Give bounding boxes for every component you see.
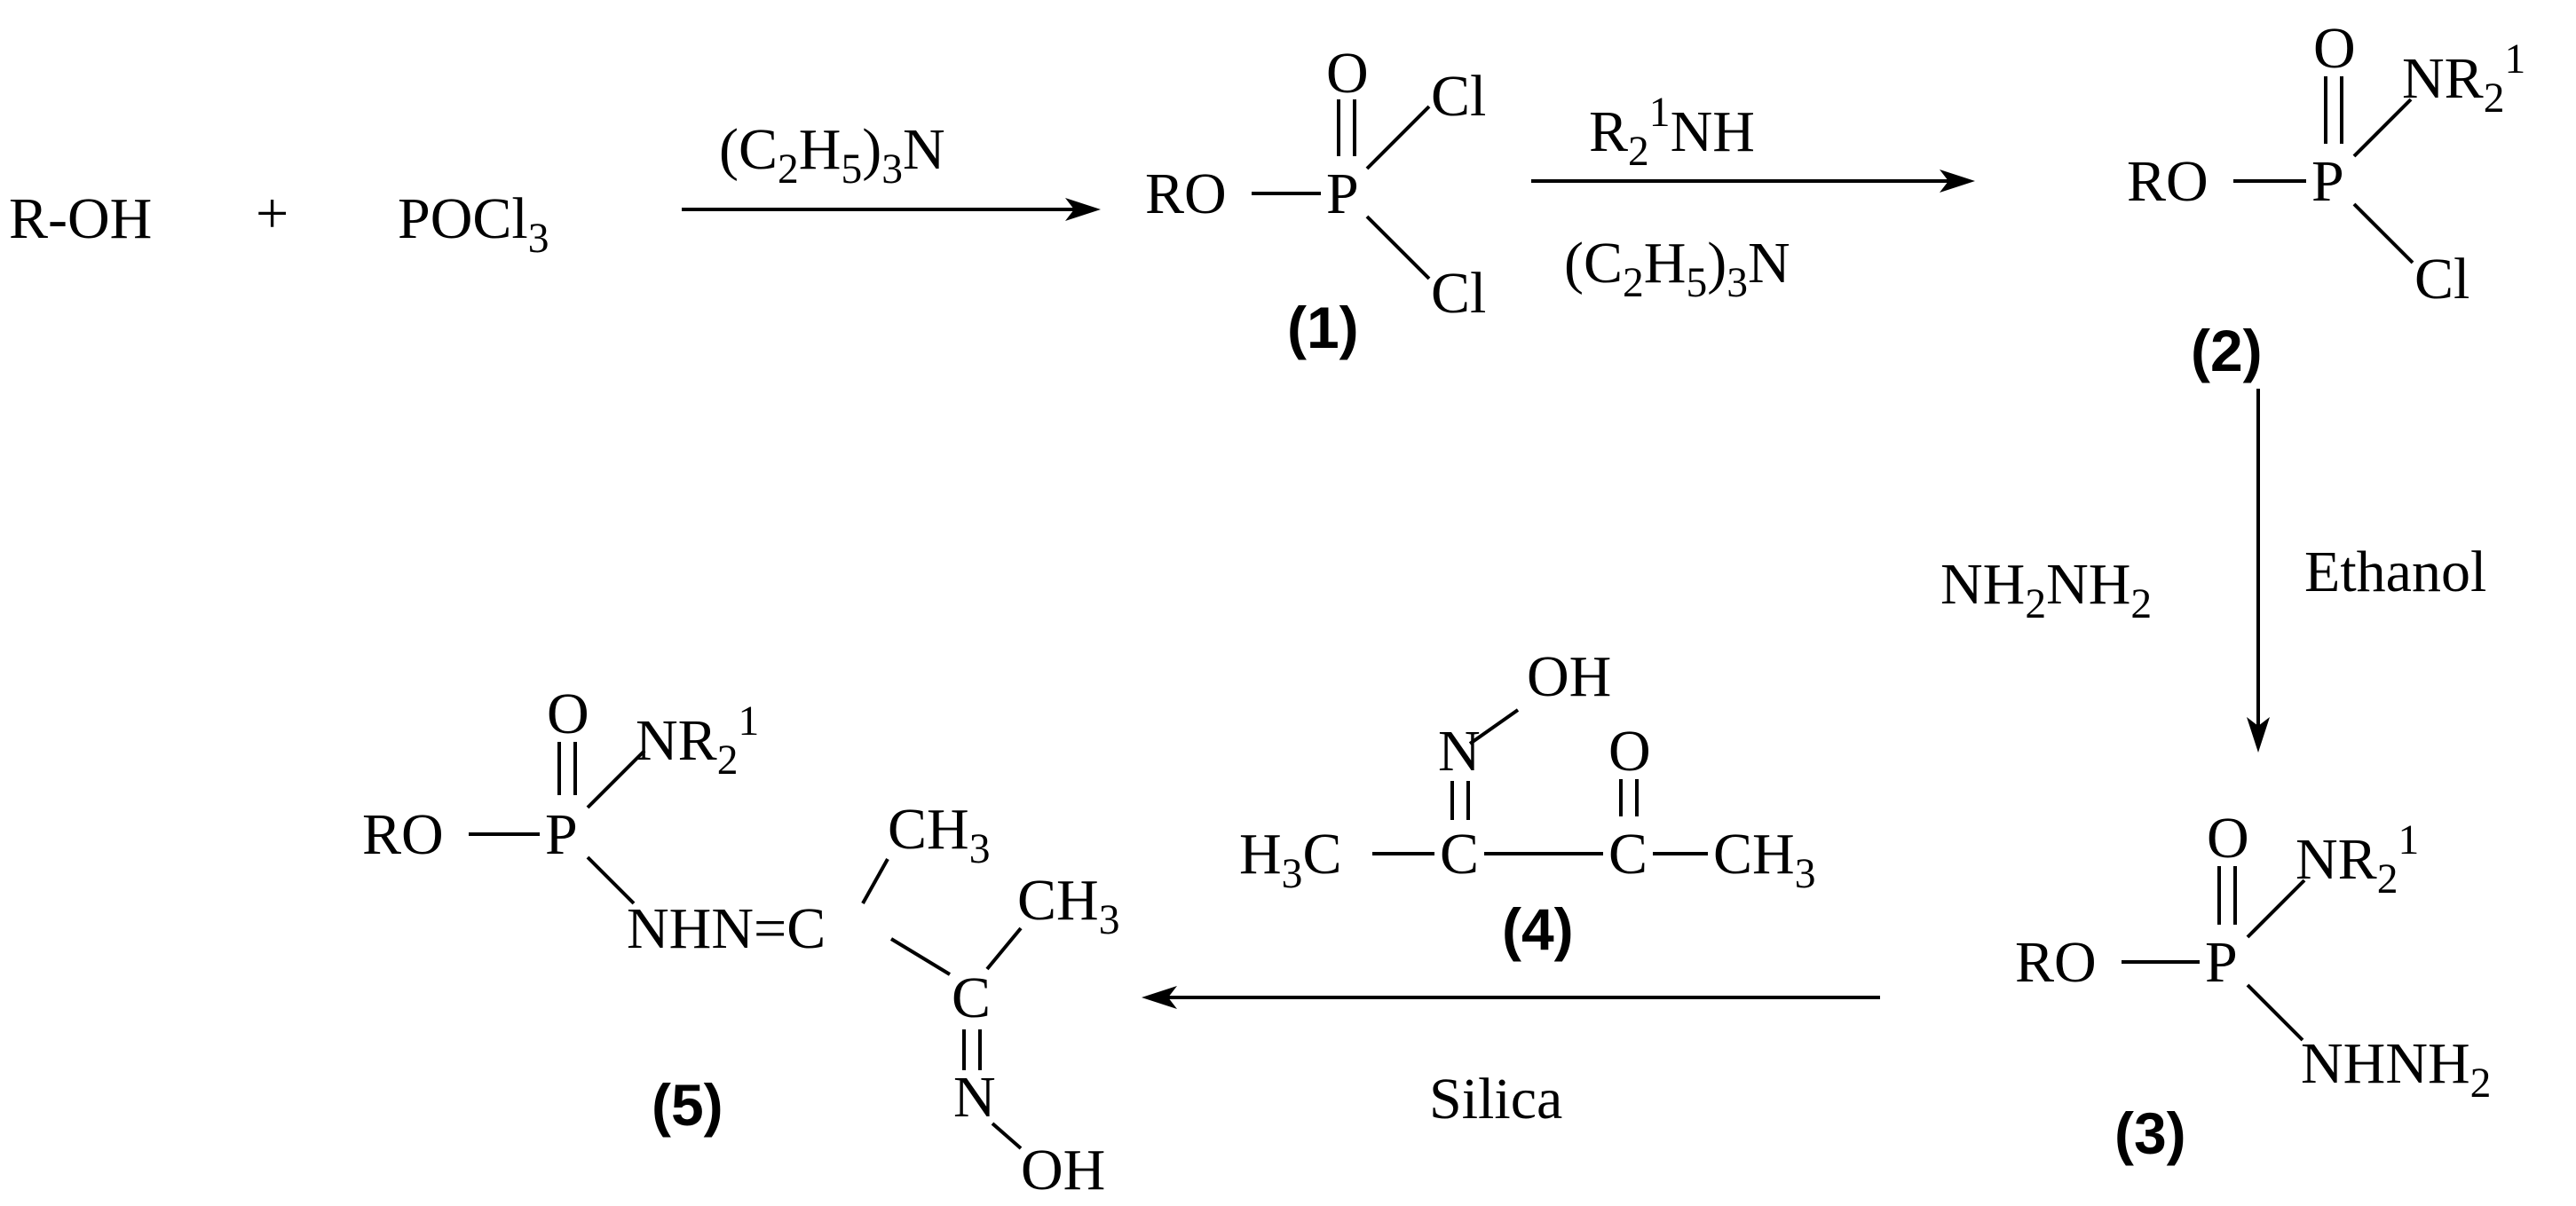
c5-oxygen: O: [547, 682, 589, 746]
step4-reagent-label: Silica: [1429, 1067, 1562, 1131]
c5-bond-c-methyl-a: [861, 858, 889, 904]
compound-2: RO P O NR21 Cl (2): [2127, 16, 2525, 383]
compound-3: RO P O NR21 NHNH2 (3): [2015, 806, 2491, 1166]
c1-bond-p-cl-top: [1365, 105, 1431, 170]
c5-oxime-nitrogen: N: [953, 1065, 996, 1130]
c2-ro: RO: [2127, 149, 2209, 214]
step4-arrowhead: [1142, 986, 1177, 1009]
c1-oxygen: O: [1326, 41, 1369, 106]
c4-oxime-nitrogen: N: [1438, 719, 1481, 784]
c1-ro: RO: [1145, 162, 1227, 226]
c5-oxime-carbon: C: [952, 966, 991, 1030]
c4-keto-carbon: C: [1608, 822, 1648, 887]
c5-bond-n-o: [991, 1122, 1023, 1150]
c3-oxygen: O: [2207, 806, 2249, 871]
c3-hydrazide-group: NHNH2: [2301, 1031, 2491, 1107]
c2-phosphorus: P: [2311, 149, 2344, 214]
step3-arrowhead: [2247, 717, 2270, 753]
c4-bond-n-o: [1468, 708, 1520, 745]
compound-1: RO P O Cl Cl (1): [1145, 41, 1486, 360]
c5-hydroxyl: OH: [1021, 1138, 1105, 1202]
c4-keto-oxygen: O: [1608, 719, 1651, 784]
c2-label: (2): [2191, 318, 2263, 383]
alcohol-reactant: R-OH: [9, 186, 152, 251]
compound-5: RO P O NR21 NHN=C CH3 C CH3 N OH (5): [362, 682, 1119, 1202]
step1-base-label: (C2H5)3N: [719, 117, 945, 193]
c5-methyl-a: CH3: [888, 797, 990, 872]
c2-oxygen: O: [2313, 16, 2356, 81]
c5-methyl-b: CH3: [1017, 868, 1119, 943]
c2-chlorine: Cl: [2414, 247, 2469, 311]
phosphoryl-chloride: POCl3: [398, 186, 549, 262]
c3-ro: RO: [2015, 930, 2097, 995]
c5-amine-group: NR21: [636, 698, 759, 784]
step2-base-label: (C2H5)3N: [1564, 231, 1790, 306]
c2-bond-p-n: [2352, 98, 2413, 158]
c1-bond-p-cl-bottom: [1365, 215, 1431, 280]
step1-arrowhead: [1065, 198, 1101, 221]
step4-arrow: Silica: [1142, 986, 1880, 1131]
c5-bond-p-n: [586, 749, 646, 809]
step2-amine-label: R21NH: [1589, 90, 1755, 175]
c5-bond-c-methyl-b: [985, 926, 1023, 971]
c1-phosphorus: P: [1326, 162, 1359, 226]
c1-chlorine-top: Cl: [1431, 64, 1486, 129]
step2-arrowhead: [1940, 169, 1975, 193]
c3-phosphorus: P: [2205, 930, 2238, 995]
c5-bond-p-hydrazone: [586, 855, 636, 905]
c3-bond-p-hydrazide: [2246, 983, 2304, 1042]
step3-hydrazine-label: NH2NH2: [1940, 552, 2152, 627]
c4-hydroxyl: OH: [1527, 644, 1611, 709]
step3-solvent-label: Ethanol: [2304, 540, 2486, 604]
c3-bond-p-n: [2246, 879, 2306, 939]
c1-chlorine-bottom: Cl: [1431, 261, 1486, 326]
step2-arrow: R21NH (C2H5)3N: [1531, 90, 1975, 306]
c1-label: (1): [1287, 295, 1359, 360]
plus-sign: +: [256, 181, 288, 246]
c5-bond-c-c: [889, 937, 952, 976]
c3-label: (3): [2114, 1100, 2186, 1166]
step1-arrow: (C2H5)3N: [682, 117, 1101, 221]
c4-label: (4): [1502, 896, 1574, 962]
c3-amine-group: NR21: [2295, 817, 2419, 903]
c5-hydrazone-chain: NHN=C: [627, 896, 826, 961]
compound-4: OH N C H3C C O CH3 (4): [1239, 644, 1815, 962]
step3-arrow: NH2NH2 Ethanol: [1940, 389, 2486, 753]
c4-methyl-left: H3C: [1239, 822, 1341, 897]
c4-oxime-carbon: C: [1440, 822, 1479, 887]
c2-bond-p-cl: [2352, 202, 2414, 264]
reactants: R-OH + POCl3: [9, 181, 549, 262]
c5-phosphorus: P: [545, 802, 578, 867]
c5-ro: RO: [362, 802, 444, 867]
c2-amine-group: NR21: [2402, 36, 2525, 122]
c4-methyl-right: CH3: [1713, 822, 1815, 897]
c5-label: (5): [652, 1072, 723, 1138]
